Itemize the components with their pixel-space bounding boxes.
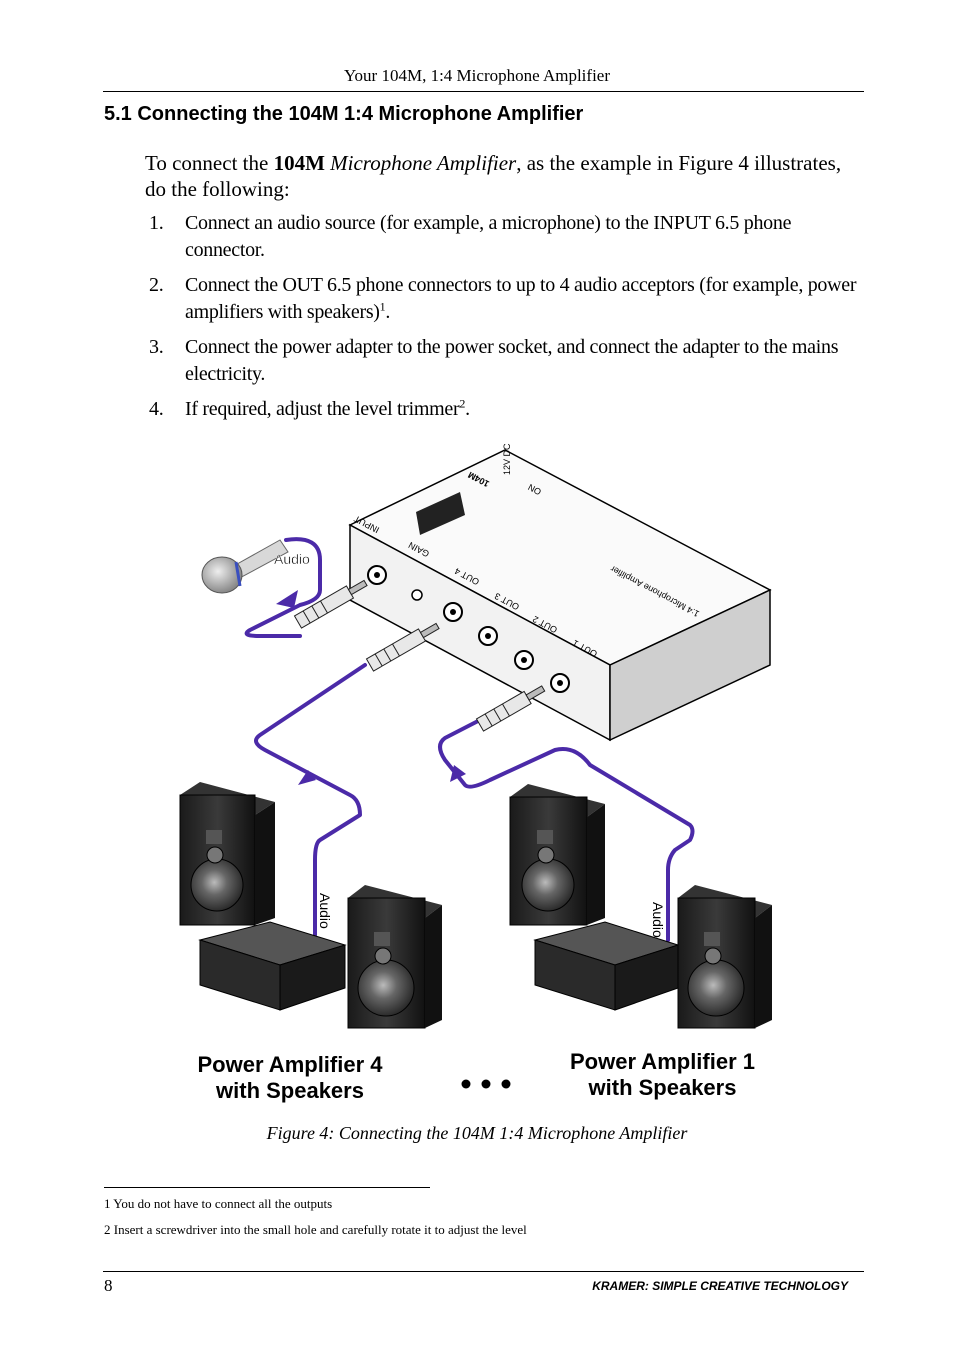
microphone xyxy=(201,539,289,594)
amp1-label-line1: Power Amplifier 1 xyxy=(569,1049,755,1074)
audio-cables xyxy=(244,537,695,942)
step-item: 1. Connect an audio source (for example, … xyxy=(145,210,860,264)
step-item: 2. Connect the OUT 6.5 phone connectors t… xyxy=(145,272,860,326)
section-heading: 5.1 Connecting the 104M 1:4 Microphone A… xyxy=(104,103,584,125)
header-rule xyxy=(103,91,864,92)
step-text: Connect an audio source (for example, a … xyxy=(185,212,792,261)
footer-brand: KRAMER: SIMPLE CREATIVE TECHNOLOGY xyxy=(592,1279,848,1293)
step-text: Connect the OUT 6.5 phone connectors to … xyxy=(185,274,857,323)
amp1-label: Power Amplifier 1 with Speakers xyxy=(540,1049,785,1101)
step-item: 3. Connect the power adapter to the power… xyxy=(145,334,860,388)
step-end: . xyxy=(385,301,391,323)
audio-label-mic: Audio xyxy=(274,551,310,567)
step-item: 4. If required, adjust the level trimmer2… xyxy=(145,396,860,423)
intro-suffix: , as the example in Figure 4 illustrates… xyxy=(145,151,842,201)
audio-label-amp4: Audio xyxy=(317,893,333,929)
connection-figure: INPUT GAIN OUT 4 OUT 3 OUT 2 OUT 1 104M … xyxy=(170,440,790,1120)
amp1-label-line2: with Speakers xyxy=(588,1075,737,1100)
device-label-power: 12V DC xyxy=(502,443,512,475)
amp4-label-line1: Power Amplifier 4 xyxy=(197,1052,383,1077)
step-text: If required, adjust the level trimmer xyxy=(185,398,460,420)
running-header: Your 104M, 1:4 Microphone Amplifier xyxy=(343,66,610,85)
intro-paragraph: To connect the 104M Microphone Amplifier… xyxy=(145,150,845,202)
step-end: . xyxy=(465,398,470,420)
phone-plugs xyxy=(293,579,546,732)
amp4-label: Power Amplifier 4 with Speakers xyxy=(170,1052,410,1104)
more-amplifiers-dots xyxy=(461,1079,511,1089)
steps-list: 1. Connect an audio source (for example, … xyxy=(145,210,860,431)
footnote-ref[interactable]: 2 xyxy=(459,396,466,411)
footnote-ref[interactable]: 1 xyxy=(379,299,386,314)
signal-arrows xyxy=(276,590,466,785)
amplifier-device: INPUT GAIN OUT 4 OUT 3 OUT 2 OUT 1 104M … xyxy=(348,443,772,742)
step-text: Connect the power adapter to the power s… xyxy=(185,336,839,385)
footnote-2: 2 Insert a screwdriver into the small ho… xyxy=(104,1222,527,1237)
figure-illustration: INPUT GAIN OUT 4 OUT 3 OUT 2 OUT 1 104M … xyxy=(179,443,772,1089)
power-amplifier-4 xyxy=(179,782,442,1029)
intro-product-name: Microphone Amplifier xyxy=(330,151,517,175)
figure-caption: Figure 4: Connecting the 104M 1:4 Microp… xyxy=(266,1123,688,1143)
footer-rule xyxy=(103,1271,864,1272)
intro-prefix: To connect the xyxy=(145,151,274,175)
amp4-label-line2: with Speakers xyxy=(216,1078,364,1103)
step-number: 3. xyxy=(149,336,164,358)
audio-label-amp1: Audio xyxy=(650,902,666,938)
footnote-rule xyxy=(104,1187,430,1188)
step-number: 4. xyxy=(149,398,164,420)
power-amplifier-1 xyxy=(509,784,772,1029)
step-number: 2. xyxy=(149,274,164,296)
step-number: 1. xyxy=(149,212,164,234)
footnote-1: 1 You do not have to connect all the out… xyxy=(104,1196,333,1211)
page-number: 8 xyxy=(104,1276,113,1295)
intro-product: 104M xyxy=(273,151,325,175)
